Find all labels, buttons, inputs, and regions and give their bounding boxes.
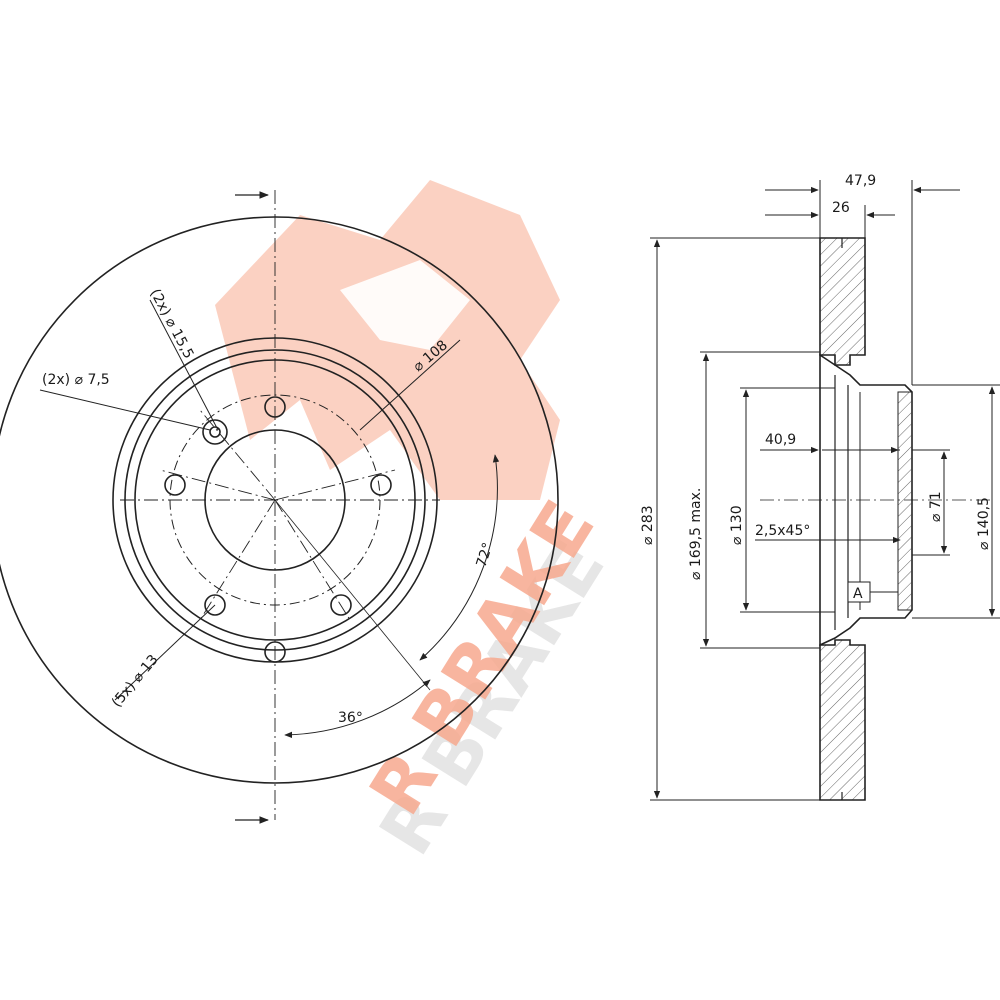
- label-disc-thickness: 26: [832, 200, 850, 216]
- label-angle-72: 72°: [474, 541, 497, 570]
- leader-15-5: [149, 299, 219, 431]
- locating-hole-outer: [202, 419, 228, 445]
- locating-hole-inner: [209, 426, 221, 438]
- ring-section-top: [819, 237, 866, 366]
- label-overall-thickness: 47,9: [845, 173, 876, 189]
- label-inner-diameter: ⌀ 169,5 max.: [688, 488, 704, 580]
- label-chamfer: 2,5x45°: [755, 523, 810, 539]
- label-holes-small: (2x) ⌀ 7,5: [42, 372, 110, 388]
- label-bolt-holes: (5x) ⌀ 13: [109, 652, 162, 711]
- front-view: [0, 190, 559, 824]
- bolt-holes: [164, 396, 392, 616]
- label-center-bore: ⌀ 71: [928, 491, 944, 522]
- leader-108: [359, 339, 461, 431]
- label-offset: 40,9: [765, 432, 796, 448]
- side-view-dimensions: [650, 180, 1000, 801]
- label-angle-36: 36°: [338, 710, 363, 726]
- bolt-hole: [204, 594, 226, 616]
- side-view-labels: 47,9 26 ⌀ 283 ⌀ 169,5 max. ⌀ 130 40,9 2,…: [640, 173, 992, 602]
- label-outer-diameter: ⌀ 283: [640, 505, 656, 545]
- bolt-hole: [164, 474, 186, 496]
- angle-arc-72: [419, 454, 500, 661]
- label-datum: A: [853, 586, 863, 602]
- label-hat-diameter: ⌀ 140,5: [976, 497, 992, 550]
- angle-arc-36: [284, 679, 431, 739]
- bolt-hole: [330, 594, 352, 616]
- side-view: [760, 237, 990, 801]
- leader-13: [114, 604, 216, 701]
- ring-section-bottom: [819, 639, 866, 801]
- label-hub-diameter: ⌀ 130: [729, 505, 745, 545]
- label-holes-mid: (2x) ⌀ 15,5: [146, 286, 196, 361]
- center-lines: [120, 190, 440, 820]
- bolt-hole: [370, 474, 392, 496]
- brand-watermark: R BRAKE R BRAKE: [215, 180, 621, 869]
- leader-7-5: [39, 389, 211, 431]
- r-logo-inner: [340, 260, 470, 350]
